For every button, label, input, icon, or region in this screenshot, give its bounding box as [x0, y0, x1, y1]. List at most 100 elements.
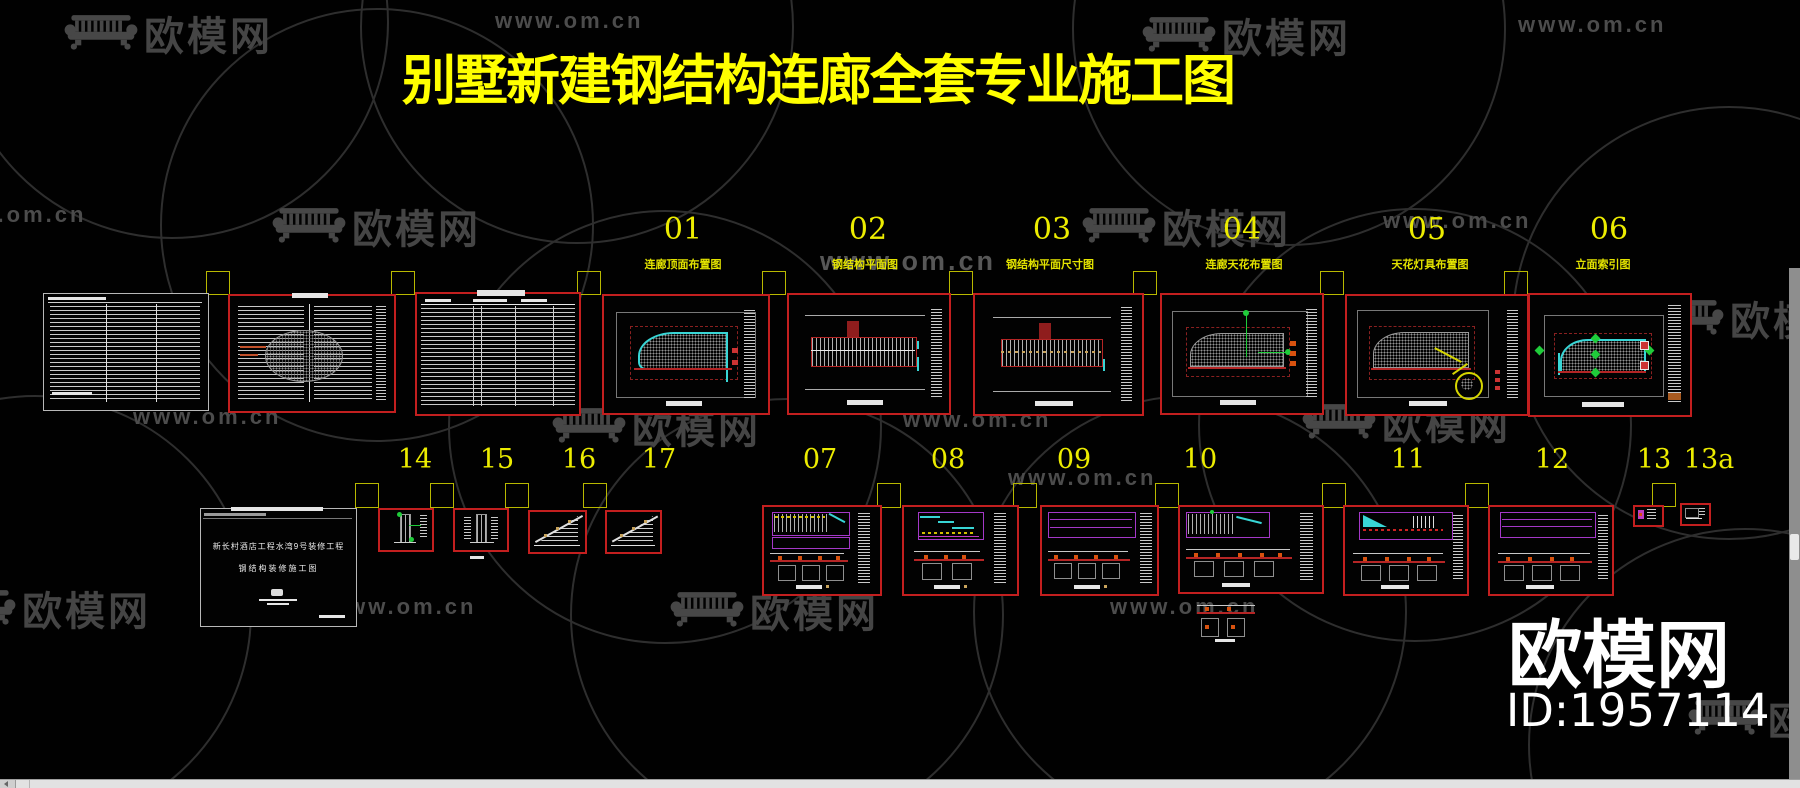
base-line — [470, 542, 494, 543]
round-diagram — [265, 330, 343, 382]
sheet-number-02: 02 — [848, 212, 888, 247]
table-row-lines — [50, 306, 200, 402]
dim-line — [993, 391, 1111, 392]
opening — [1254, 561, 1274, 577]
watermark-url-text: www.om.cn — [1383, 208, 1532, 233]
beam-line — [1558, 371, 1646, 373]
cover-logo-base — [267, 603, 289, 605]
cyan-tick — [917, 357, 919, 371]
titleblock-bar — [1526, 585, 1554, 589]
sheet-number-13a: 13a — [1683, 444, 1735, 475]
titleblock-bar — [847, 400, 883, 405]
legend-column — [1140, 513, 1152, 585]
connection-mark — [1407, 557, 1411, 561]
cover-logo-base — [259, 599, 297, 601]
sheet-frame-14 — [378, 508, 434, 552]
vertical-scrollbar[interactable] — [1789, 268, 1800, 779]
sheet-frame-13 — [1633, 505, 1664, 527]
sheet-frame-16 — [528, 510, 587, 554]
drawing-set-title: 别墅新建钢结构连廊全套专业施工图 — [402, 51, 1236, 111]
beam-line — [914, 559, 984, 561]
connection-mark — [1278, 553, 1282, 557]
detail-mark — [732, 348, 738, 353]
level-line — [770, 553, 844, 554]
sheet-frame-17 — [605, 510, 662, 554]
section-hatch — [1188, 514, 1236, 534]
highlight-bar — [240, 346, 266, 348]
level-line — [1353, 553, 1443, 554]
leader-line — [1258, 352, 1288, 353]
vertical-scrollbar-thumb[interactable] — [1790, 534, 1799, 560]
titleblock-bar — [1215, 639, 1235, 642]
connection-mark — [1550, 557, 1554, 561]
connection-mark — [1074, 555, 1078, 559]
band-line — [1050, 527, 1132, 528]
sheet-frame-08 — [902, 505, 1019, 596]
sheet-number-07: 07 — [802, 444, 838, 475]
level-line — [1048, 551, 1128, 552]
opening — [1078, 563, 1096, 579]
connection-mark — [1427, 557, 1431, 561]
sheet-title-03: 钢结构平面尺寸图 — [1006, 259, 1094, 271]
sofa-icon — [64, 15, 138, 50]
viewport-marker — [206, 271, 230, 295]
scroll-box[interactable] — [16, 780, 30, 788]
sofa-icon — [272, 208, 346, 243]
beam-line — [1197, 612, 1255, 614]
cover-top-bar — [231, 507, 323, 511]
sheet-number-16: 16 — [561, 444, 597, 475]
table-divider — [473, 306, 474, 406]
section-hatch — [774, 514, 830, 532]
level-line — [914, 551, 980, 552]
cyan-wedge — [1363, 515, 1387, 527]
legend-column — [420, 515, 427, 539]
scroll-left-button[interactable] — [0, 780, 16, 788]
connection-mark — [1385, 557, 1389, 561]
connection-mark — [1639, 513, 1642, 516]
sheet-number-08: 08 — [930, 444, 966, 475]
table-divider — [481, 306, 482, 406]
section-band — [1359, 512, 1453, 540]
legend-column — [1453, 515, 1463, 581]
dim-ticks — [491, 517, 498, 539]
sofa-icon — [0, 590, 16, 625]
sheet-title-05: 天花灯具布置图 — [1391, 259, 1469, 271]
cyan-step — [952, 527, 974, 529]
sheet-number-05: 05 — [1407, 212, 1447, 247]
detail-mark — [1290, 361, 1296, 366]
sheet-frame-cover: 新长村酒店工程水湾9号装修工程 钢结构装修施工图 — [200, 507, 357, 627]
cover-header-line — [203, 518, 352, 519]
table-divider — [553, 306, 554, 406]
sheet-detail-10b — [1193, 599, 1260, 644]
viewport-marker — [1155, 483, 1179, 508]
brand-watermark: 欧模网 — [670, 581, 879, 639]
connection-mark — [1205, 607, 1209, 611]
sheet-frame-12 — [1488, 505, 1614, 596]
watermark-url-text: www.om.cn — [495, 8, 644, 33]
detail-mark — [732, 360, 738, 365]
sheet-frame-06 — [1528, 293, 1692, 417]
section-band — [1500, 512, 1596, 538]
section-band — [1186, 512, 1270, 538]
sheet-frame-07 — [762, 505, 882, 596]
site-logo-text: 欧模网 — [1508, 614, 1730, 697]
cover-footer-bar — [319, 615, 345, 618]
connection-mark — [1260, 553, 1264, 557]
legend-column — [1300, 513, 1313, 581]
plan-hatch — [1560, 339, 1646, 373]
connection-mark — [1216, 553, 1220, 557]
connection-mark — [944, 555, 948, 559]
connection-mark — [1506, 557, 1510, 561]
opening — [1227, 618, 1245, 637]
connection-mark — [818, 556, 822, 560]
horizontal-scrollbar[interactable] — [0, 779, 1800, 788]
scale-text-dot — [1104, 585, 1107, 588]
table-divider — [515, 306, 516, 406]
sheet-title-02: 钢结构平面图 — [832, 259, 898, 271]
table-header-line — [421, 304, 575, 305]
connection-mark — [1114, 555, 1118, 559]
plan-boundary — [630, 326, 738, 380]
column-block — [847, 321, 859, 337]
detail-mark — [1495, 370, 1500, 374]
